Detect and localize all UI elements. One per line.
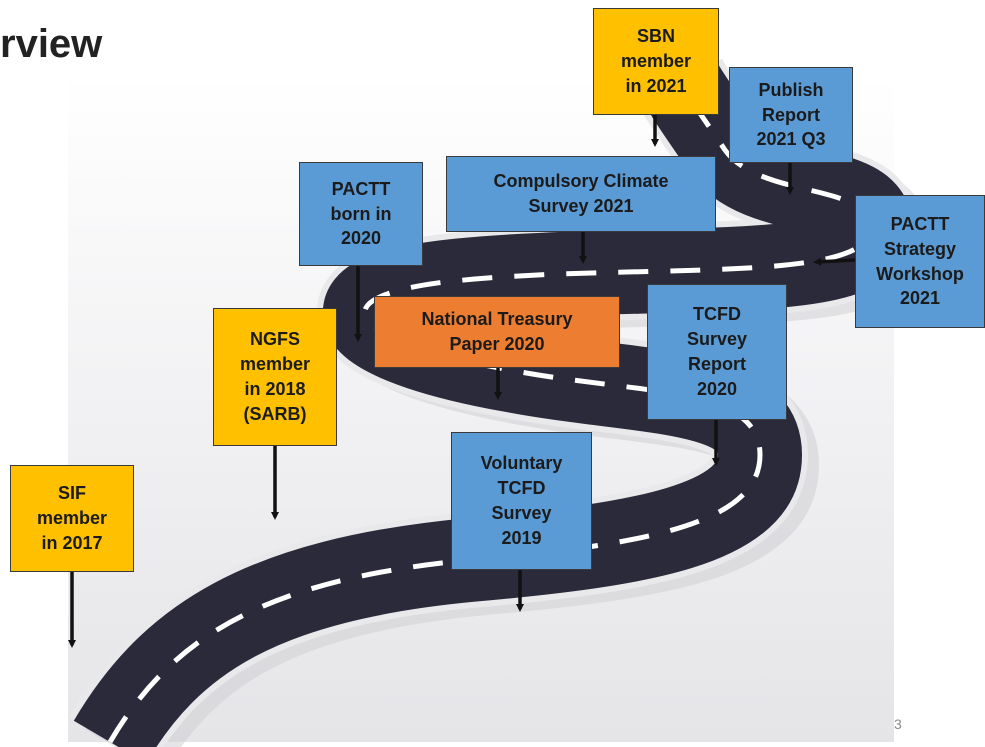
milestone-pactt-workshop: PACTT Strategy Workshop 2021 — [855, 195, 985, 328]
milestone-ngfs: NGFS member in 2018 (SARB) — [213, 308, 337, 446]
pointer-arrows — [68, 115, 856, 648]
milestone-national-treasury: National Treasury Paper 2020 — [374, 296, 620, 368]
milestone-sbn: SBN member in 2021 — [593, 8, 719, 115]
milestone-pactt-born: PACTT born in 2020 — [299, 162, 423, 266]
milestone-compulsory-climate-survey: Compulsory Climate Survey 2021 — [446, 156, 716, 232]
milestone-publish-report: Publish Report 2021 Q3 — [729, 67, 853, 163]
page-number: 3 — [894, 716, 902, 732]
milestone-voluntary-tcfd-survey: Voluntary TCFD Survey 2019 — [451, 432, 592, 570]
milestone-tcfd-survey-report: TCFD Survey Report 2020 — [647, 284, 787, 420]
arrow-workshop — [813, 257, 856, 266]
slide-title: rview — [0, 22, 103, 66]
milestone-sif: SIF member in 2017 — [10, 465, 134, 572]
